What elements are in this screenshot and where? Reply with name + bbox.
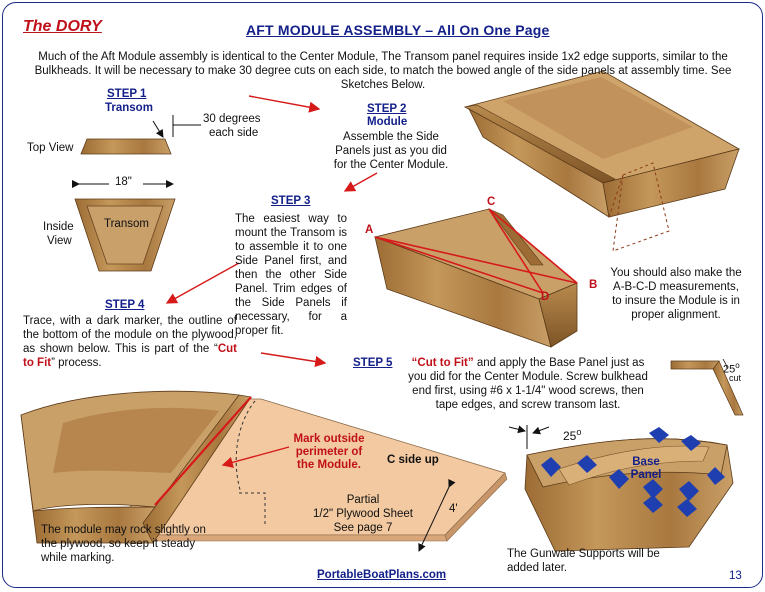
- alignment-note: You should also make the A-B-C-D measure…: [610, 267, 742, 321]
- mark-label-line-2: perimeter of: [295, 446, 363, 458]
- point-b-label: B: [589, 279, 598, 291]
- step3-text: The easiest way to mount the Transom is …: [235, 213, 347, 337]
- flow-arrow-4: [260, 352, 327, 368]
- step1-name: Transom: [105, 102, 153, 114]
- transom-inside-view: [74, 198, 176, 272]
- point-a-label: A: [365, 224, 374, 236]
- module-on-plywood: [20, 390, 290, 544]
- step1-heading: STEP 1: [107, 88, 147, 100]
- gunwale-note: The Gunwale Supports will be added later…: [507, 548, 660, 574]
- step2-heading: STEP 2: [367, 103, 407, 115]
- step4-highlight: Cut to Fit: [23, 343, 237, 369]
- website-link[interactable]: PortableBoatPlans.com: [317, 569, 447, 581]
- step3-heading: STEP 3: [271, 195, 311, 207]
- c-side-up-label: C side up: [387, 454, 439, 466]
- base-panel-label-line-2: Panel: [630, 469, 662, 481]
- mark-perimeter-label: Mark outside perimeter of the Module.: [279, 433, 379, 472]
- page-title: AFT MODULE ASSEMBLY – All On One Page: [246, 22, 550, 38]
- mark-label-line-3: the Module.: [297, 459, 361, 471]
- point-d-label: D: [541, 291, 550, 303]
- mark-label-line-1: Mark outside: [293, 433, 365, 445]
- step2-name: Module: [367, 116, 408, 128]
- sheet-label-line-3: See page 7: [333, 522, 393, 534]
- width-label: 18": [115, 176, 132, 188]
- flow-arrow-2: [343, 172, 378, 192]
- step4-text-before: Trace, with a dark marker, the outline o…: [23, 315, 237, 355]
- angle-mark: [508, 425, 550, 449]
- brand-title: The DORY: [23, 18, 102, 35]
- sheet-dimension-label: 4': [449, 503, 458, 515]
- inside-view-label-1: Inside: [43, 221, 74, 233]
- step2-text: Assemble the Side Panels just as you did…: [333, 131, 449, 171]
- step4-text-after: ” process.: [51, 357, 102, 369]
- angle-value: 25o: [563, 427, 582, 443]
- inside-view-label-2: View: [47, 235, 72, 247]
- measure-a-b: [374, 236, 578, 284]
- point-c-label: C: [487, 196, 496, 208]
- base-panel-label: Base Panel: [621, 456, 671, 482]
- cut-angle-value: 25o: [723, 361, 740, 376]
- flow-arrow-1: [248, 95, 321, 113]
- step5-body: and apply the Base Panel just as you did…: [408, 357, 648, 411]
- step5-heading: STEP 5: [353, 357, 393, 369]
- transom-top-view: [80, 115, 201, 155]
- top-view-label: Top View: [27, 142, 74, 154]
- cut-label: cut: [729, 373, 742, 383]
- step5-highlight: “Cut to Fit”: [411, 357, 474, 369]
- step4-text: Trace, with a dark marker, the outline o…: [23, 314, 237, 370]
- module-with-transom: [373, 208, 578, 348]
- sheet-label-line-1: Partial: [346, 494, 380, 506]
- flow-arrow-3: [165, 262, 240, 304]
- sheet-label-line-2: 1/2" Plywood Sheet: [313, 508, 413, 520]
- measure-c-d: [488, 208, 544, 294]
- angle-number: 25: [563, 429, 577, 443]
- step4-heading: STEP 4: [105, 299, 145, 311]
- cut-stick: [670, 358, 744, 416]
- illustrations: [20, 70, 744, 552]
- measure-a-d: [374, 236, 544, 294]
- intro-paragraph: Much of the Aft Module assembly is ident…: [34, 51, 732, 91]
- step1-angle-label-1: 30 degrees: [203, 113, 261, 125]
- base-panel-illustration: [524, 427, 734, 552]
- module-illustration: [463, 70, 741, 252]
- plywood-sheet-label: Partial 1/2" Plywood Sheet See page 7: [293, 493, 433, 535]
- measure-c-b: [488, 208, 578, 284]
- cut-angle-number: 25: [723, 363, 736, 376]
- step1-angle-label-2: each side: [209, 127, 259, 139]
- base-panel-label-line-1: Base: [632, 456, 660, 468]
- page-number: 13: [729, 570, 742, 582]
- step5-text: “Cut to Fit” and apply the Base Panel ju…: [403, 356, 653, 412]
- rock-note: The module may rock slightly on the plyw…: [41, 524, 206, 564]
- transom-panel-label: Transom: [104, 218, 149, 230]
